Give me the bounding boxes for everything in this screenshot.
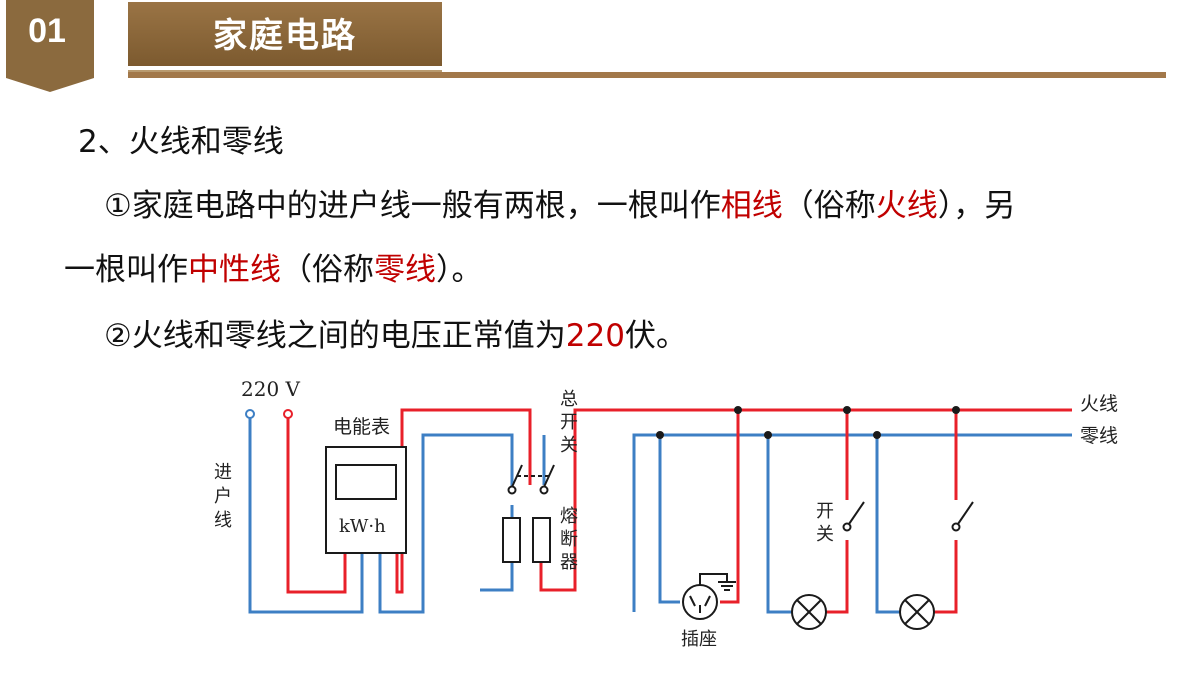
meter-label: 电能表 <box>333 416 390 438</box>
term-phase-line: 相线 <box>720 188 783 224</box>
electric-meter <box>325 446 407 554</box>
title-rule <box>128 72 1166 78</box>
section-badge <box>6 0 94 92</box>
section-heading: 2、火线和零线 <box>78 124 284 160</box>
fuse-label-1: 熔 <box>560 506 578 527</box>
wall-switch-icon <box>842 501 974 532</box>
socket-icon <box>682 573 736 620</box>
paragraph-1-line-2: 一根叫作中性线（俗称零线）。 <box>64 252 483 288</box>
term-neutral-line: 中性线 <box>188 252 281 288</box>
switch-label-2: 关 <box>816 524 834 545</box>
live-wire-label: 火线 <box>1080 393 1118 415</box>
term-zero-wire: 零线 <box>374 252 436 288</box>
main-switch-label-3: 关 <box>560 435 578 456</box>
entry-label-2: 户 <box>214 486 232 507</box>
entry-terminals <box>245 409 293 419</box>
socket-label: 插座 <box>681 629 717 650</box>
entry-label-1: 进 <box>214 462 232 483</box>
meter-unit: kW·h <box>339 516 386 537</box>
paragraph-1-line-1: ①家庭电路中的进户线一般有两根，一根叫作相线（俗称火线），另 <box>104 188 1016 224</box>
title-box: 家庭电路 <box>128 2 442 70</box>
paragraph-2: ②火线和零线之间的电压正常值为220伏。 <box>104 318 687 354</box>
term-live-wire: 火线 <box>875 188 938 224</box>
section-number: 01 <box>28 12 66 50</box>
entry-label-3: 线 <box>214 510 232 531</box>
main-switch-icon <box>507 464 555 495</box>
voltage-value: 220 <box>565 318 625 354</box>
voltage-label: 220 V <box>241 377 301 401</box>
neutral-wires <box>248 418 1072 614</box>
main-switch-label-1: 总 <box>560 389 578 410</box>
switch-label-1: 开 <box>816 501 834 522</box>
fuse-label-2: 断 <box>560 529 578 550</box>
fuse-label-3: 器 <box>560 552 578 573</box>
page-title: 家庭电路 <box>213 16 357 56</box>
junction-dots <box>656 406 960 439</box>
main-switch-label-2: 开 <box>560 412 578 433</box>
neutral-wire-label: 零线 <box>1080 425 1118 447</box>
lamp-icon <box>791 594 935 630</box>
fuse-icon <box>502 517 551 563</box>
